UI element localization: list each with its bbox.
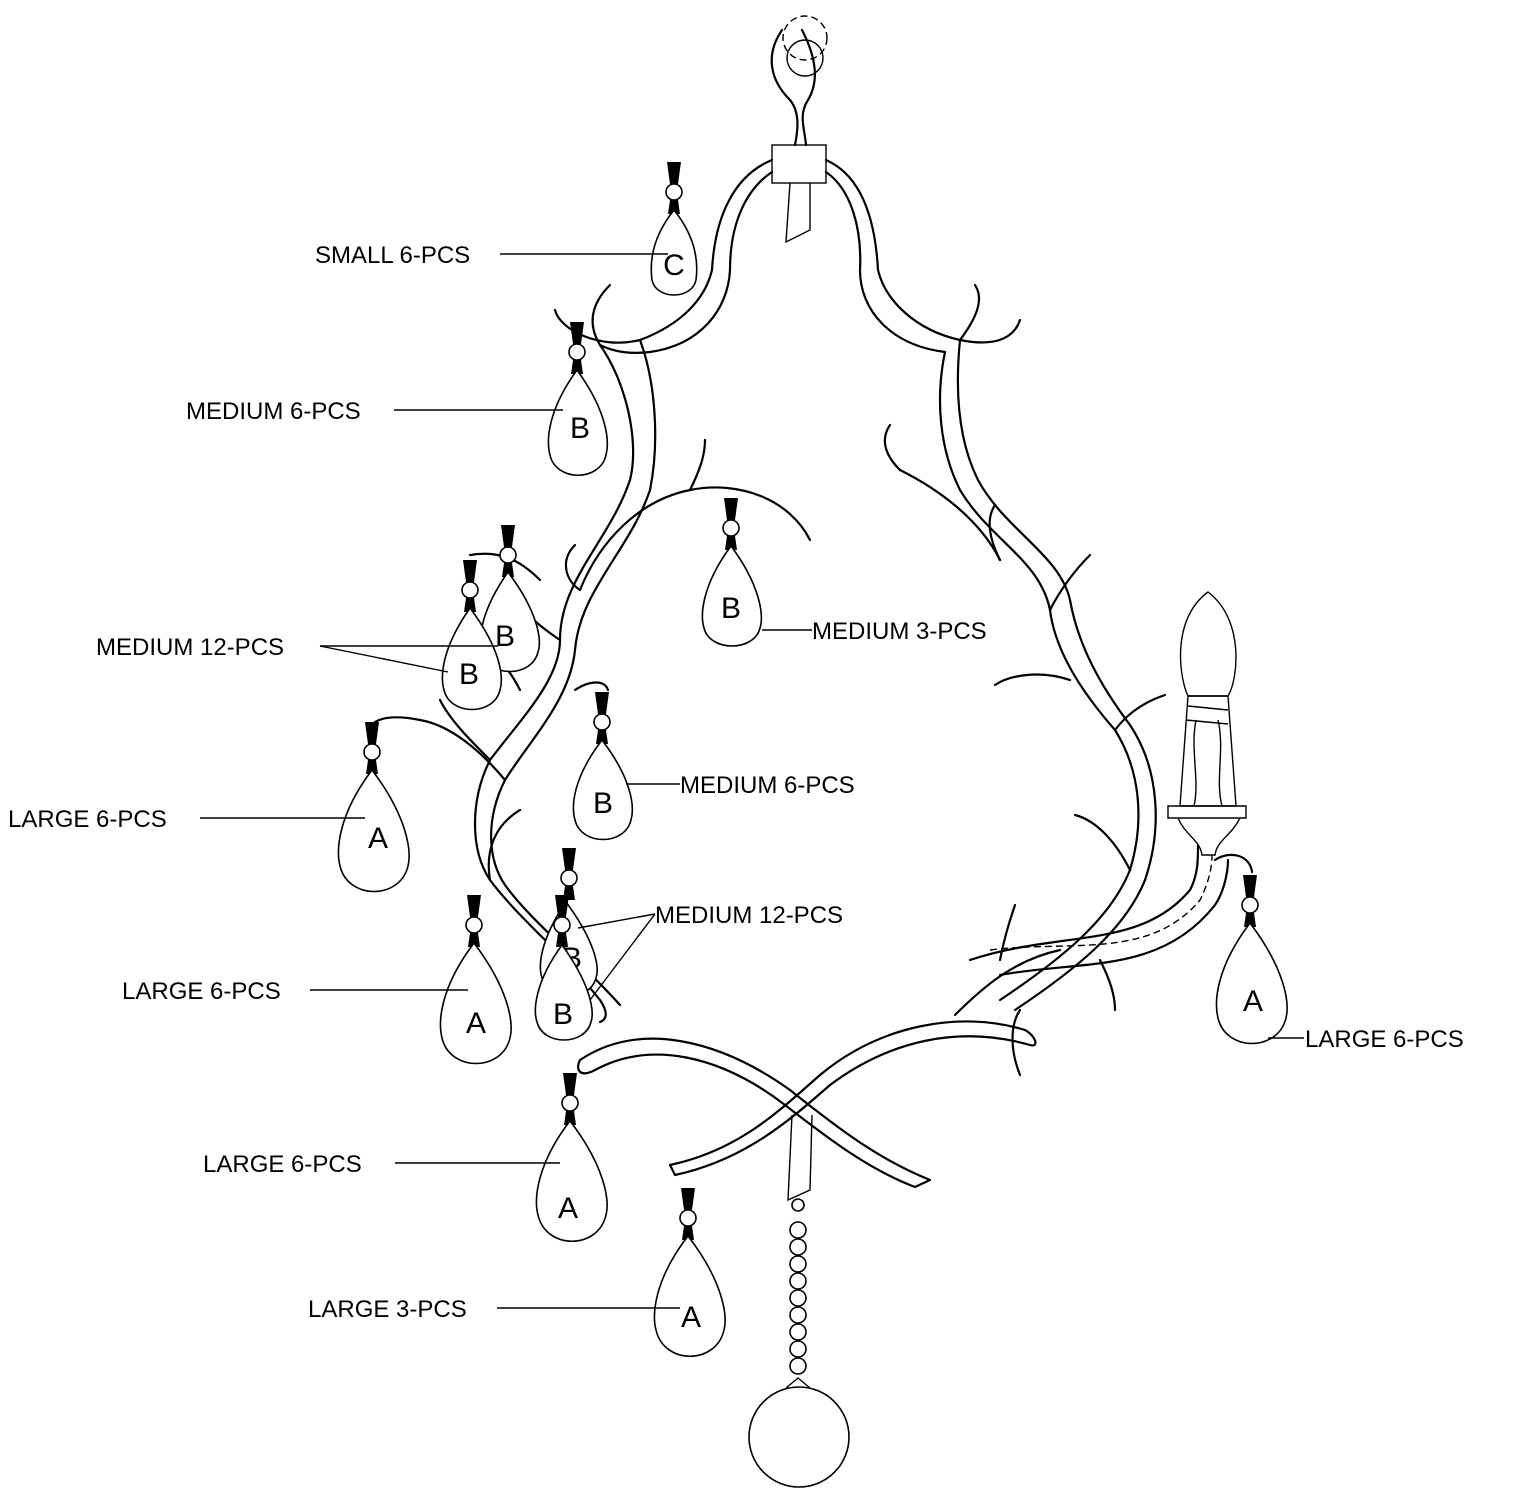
svg-text:A: A (368, 822, 388, 855)
svg-text:B: B (459, 658, 479, 691)
crystal-b-2: B (701, 497, 763, 647)
crystal-a-5: A (1215, 874, 1288, 1045)
label-medium-3: MEDIUM 3-PCS (812, 618, 987, 645)
pull-chain (748, 1198, 850, 1488)
leader-lines (200, 253, 1304, 1309)
crystal-a-4: A (653, 1187, 726, 1358)
svg-text:A: A (1243, 985, 1263, 1018)
label-medium-6-top: MEDIUM 6-PCS (186, 398, 361, 425)
svg-text:B: B (721, 592, 741, 625)
label-medium-6-mid: MEDIUM 6-PCS (680, 772, 855, 799)
crystal-b-4: B (441, 559, 503, 711)
crystal-b-1: B (547, 321, 609, 477)
svg-text:B: B (495, 620, 515, 653)
label-large-6-left: LARGE 6-PCS (8, 806, 167, 833)
svg-text:C: C (663, 249, 685, 282)
label-large-6-low: LARGE 6-PCS (203, 1151, 362, 1178)
crystal-b-7: B (534, 894, 593, 1041)
chandelier-frame (373, 15, 1254, 1488)
svg-text:B: B (570, 412, 590, 445)
crystal-a-2: A (439, 894, 512, 1065)
crystal-c-top: C (650, 161, 698, 296)
label-small-6: SMALL 6-PCS (315, 242, 470, 269)
crystal-a-1: A (337, 721, 410, 893)
crystal-a-3: A (535, 1072, 608, 1243)
label-large-6-right: LARGE 6-PCS (1305, 1026, 1464, 1053)
label-medium-12-upper: MEDIUM 12-PCS (96, 634, 284, 661)
label-medium-12-lower: MEDIUM 12-PCS (655, 902, 843, 929)
label-large-6-mid: LARGE 6-PCS (122, 978, 281, 1005)
crystal-b-5: B (572, 691, 634, 841)
svg-text:A: A (681, 1301, 701, 1334)
svg-text:B: B (593, 787, 613, 820)
svg-text:A: A (558, 1192, 578, 1225)
svg-text:B: B (553, 998, 573, 1031)
label-large-3: LARGE 3-PCS (308, 1296, 467, 1323)
svg-text:A: A (466, 1007, 486, 1040)
